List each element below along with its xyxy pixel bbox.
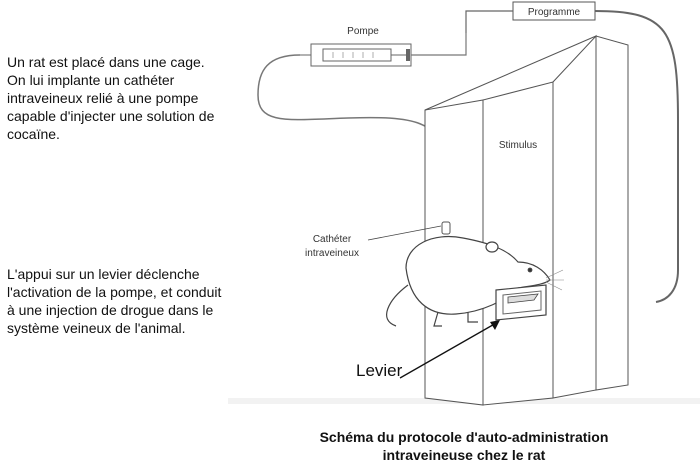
cage-panels [424,34,629,406]
lever-box [495,284,547,321]
levier-label: Levier [356,361,403,380]
catheter-connector [441,221,451,235]
catheter-pointer [367,225,442,241]
catheter-label-line2: intraveineux [305,248,359,259]
pompe-label: Pompe [347,26,379,37]
levier-arrow-line [399,321,499,379]
intro-paragraph: Un rat est placé dans une cage. On lui i… [7,54,215,142]
self-administration-diagram: Programme Pompe [228,0,700,420]
pump-wire [411,33,467,56]
stimulus-label: Stimulus [499,140,537,151]
diagram-caption: Schéma du protocole d'auto-administratio… [228,428,700,464]
rat-whiskers [545,269,564,291]
caption-line-2: intraveineuse chez le rat [382,447,546,463]
lever-paragraph: L'appui sur un levier déclenche l'activa… [7,266,222,336]
syringe-pump [300,43,412,67]
programme-box: Programme [512,1,596,21]
catheter-tube [257,54,447,225]
catheter-label-line1: Cathéter [313,234,352,245]
levier-arrow-head [490,320,500,330]
programme-wire-left [465,10,513,33]
programme-wire-right [594,10,679,303]
programme-label: Programme [528,7,581,18]
caption-line-1: Schéma du protocole d'auto-administratio… [319,429,609,445]
